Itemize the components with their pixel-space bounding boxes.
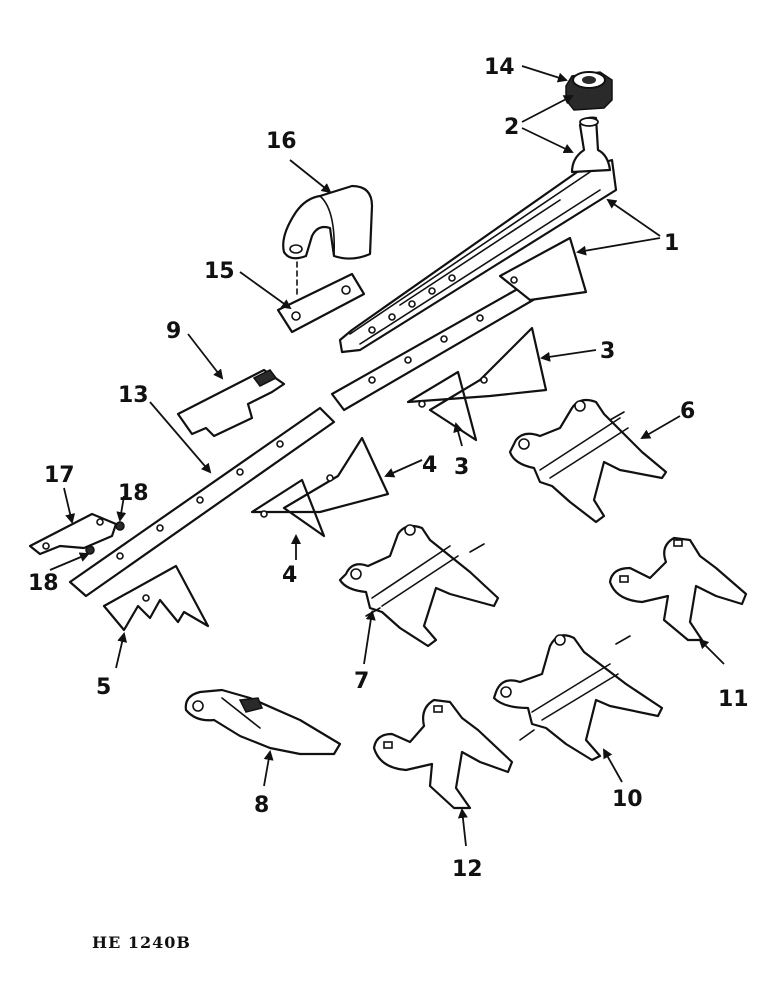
knife-section-upper — [498, 236, 588, 302]
bracket-part-11 — [608, 536, 748, 642]
knife-section-part-4 — [250, 436, 390, 538]
callout-4a: 4 — [422, 453, 437, 478]
guard-part-7 — [338, 524, 500, 648]
figure-code: HE 1240B — [92, 933, 191, 952]
clip-part-16 — [282, 184, 374, 260]
callout-17: 17 — [44, 463, 75, 488]
callout-18a: 18 — [118, 481, 149, 506]
bracket-part-12 — [372, 698, 514, 810]
callout-9: 9 — [166, 319, 181, 344]
callout-2: 2 — [504, 115, 519, 140]
callout-10: 10 — [612, 787, 643, 812]
callout-4b: 4 — [282, 563, 297, 588]
callout-1: 1 — [664, 231, 679, 256]
callout-3b: 3 — [454, 455, 469, 480]
callout-3a: 3 — [600, 339, 615, 364]
callout-13: 13 — [118, 383, 149, 408]
callout-12: 12 — [452, 857, 483, 882]
rivet-part-18 — [85, 521, 125, 555]
callout-8: 8 — [254, 793, 269, 818]
sickle-bar-part-13 — [68, 406, 336, 598]
callout-16: 16 — [266, 129, 297, 154]
callout-14: 14 — [484, 55, 515, 80]
leader-lines — [49, 65, 725, 847]
plate-part-15 — [276, 272, 366, 334]
connector-part-17 — [28, 512, 118, 556]
guard-part-8 — [184, 688, 342, 756]
guard-part-10 — [492, 634, 664, 762]
callout-18b: 18 — [28, 571, 59, 596]
knife-section-part-5 — [102, 564, 210, 632]
hold-down-part-9 — [176, 368, 286, 438]
guard-part-6 — [508, 398, 668, 524]
callout-15: 15 — [204, 259, 235, 284]
knife-section-part-3 — [406, 326, 548, 442]
ball-stud-part-2 — [570, 116, 612, 174]
callout-7: 7 — [354, 669, 369, 694]
callout-11: 11 — [718, 687, 749, 712]
knife-head-part-1 — [338, 158, 618, 354]
callout-5: 5 — [96, 675, 111, 700]
nut-part-14 — [565, 71, 613, 111]
callout-6: 6 — [680, 399, 695, 424]
callout-labels: 14 2 1 16 15 9 13 3 3 4 4 6 17 18 18 5 7… — [28, 55, 749, 882]
